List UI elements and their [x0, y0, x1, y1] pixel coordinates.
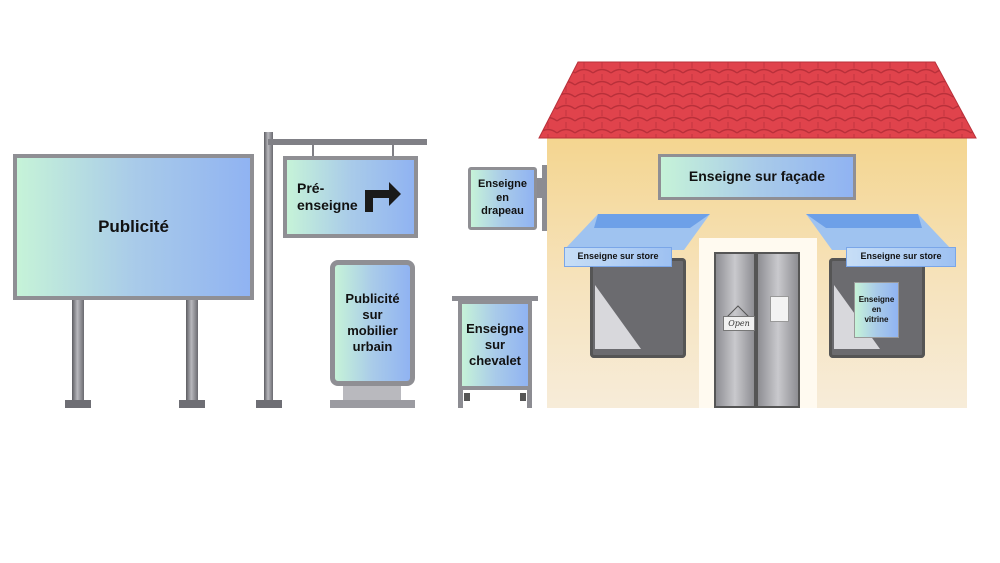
drapeau-sign: Enseigne en drapeau — [468, 167, 537, 230]
mobilier-label-line1: Publicité — [345, 290, 400, 306]
door-right-leaf[interactable] — [756, 252, 800, 408]
facade-label: Enseigne sur façade — [688, 168, 826, 185]
chevalet-label-line3: chevalet — [468, 353, 522, 369]
mobilier-base-bottom — [330, 400, 415, 408]
chevalet-label-line2: sur — [484, 336, 506, 352]
door-open-sign: Open — [723, 316, 755, 331]
mobilier-urbain-sign: Publicité sur mobilier urbain — [330, 260, 415, 386]
awning-left — [564, 214, 710, 250]
pre-enseigne-foot — [256, 400, 282, 408]
pre-enseigne-label-line2: enseigne — [297, 197, 358, 213]
chevalet-label-line1: Enseigne — [466, 320, 524, 336]
facade-sign: Enseigne sur façade — [658, 154, 856, 200]
vitrine-label-line1: Enseigne — [858, 295, 895, 304]
chevalet-leg-left — [458, 388, 463, 408]
vitrine-label-line2: en — [871, 305, 882, 314]
chevalet-leg-right — [527, 388, 532, 408]
store-right-sign: Enseigne sur store — [846, 247, 956, 267]
mobilier-label-line2: sur — [362, 306, 383, 322]
door-notice — [770, 296, 789, 322]
door-sign-string — [725, 305, 751, 319]
drapeau-wall-plate — [542, 165, 547, 231]
mobilier-label-line4: urbain — [352, 339, 393, 355]
pre-enseigne-sign: Pré- enseigne — [283, 156, 418, 238]
pre-enseigne-hook-right — [392, 145, 394, 157]
drapeau-label-line3: drapeau — [481, 205, 524, 218]
door-open-label: Open — [728, 319, 750, 328]
store-left-sign: Enseigne sur store — [564, 247, 672, 267]
store-right-label: Enseigne sur store — [860, 251, 942, 262]
chevalet-top-bar — [452, 296, 538, 301]
billboard-label: Publicité — [98, 217, 169, 237]
billboard-foot-right — [179, 400, 205, 408]
mobilier-base-top — [343, 383, 401, 401]
drapeau-bracket — [536, 178, 542, 198]
pre-enseigne-post — [264, 132, 273, 402]
chevalet-foot-left — [464, 393, 470, 401]
drapeau-label-line2: en — [496, 191, 509, 204]
billboard-leg-right — [186, 298, 198, 402]
awning-right — [806, 214, 952, 250]
pre-enseigne-hook-left — [312, 145, 314, 157]
chevalet-foot-right — [520, 393, 526, 401]
billboard-leg-left — [72, 298, 84, 402]
window-left-reflection — [595, 285, 641, 349]
billboard-foot-left — [65, 400, 91, 408]
billboard-publicite: Publicité — [13, 154, 254, 300]
store-left-label: Enseigne sur store — [577, 251, 659, 262]
drapeau-label-line1: Enseigne — [478, 177, 527, 190]
turn-right-arrow-icon — [365, 182, 401, 212]
chevalet-sign: Enseigne sur chevalet — [458, 300, 532, 390]
vitrine-label-line3: vitrine — [864, 315, 889, 324]
pre-enseigne-label-line1: Pré- — [297, 179, 325, 196]
pre-enseigne-arm — [268, 139, 427, 145]
vitrine-sign: Enseigne en vitrine — [854, 282, 899, 338]
mobilier-label-line3: mobilier — [347, 323, 398, 338]
